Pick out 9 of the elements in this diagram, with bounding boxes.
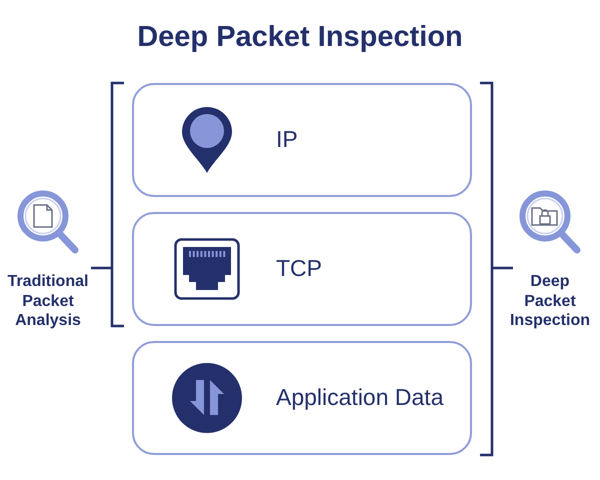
side-label: Deep Packet Inspection <box>510 272 590 331</box>
rounded-box <box>132 212 472 326</box>
rounded-box <box>132 341 472 455</box>
box-label: Application Data <box>276 384 444 412</box>
side-label: Traditional Packet Analysis <box>8 272 88 331</box>
rounded-box <box>132 83 472 197</box>
title: Deep Packet Inspection <box>137 20 463 55</box>
box-label: TCP <box>276 255 322 283</box>
box-label: IP <box>276 126 298 154</box>
